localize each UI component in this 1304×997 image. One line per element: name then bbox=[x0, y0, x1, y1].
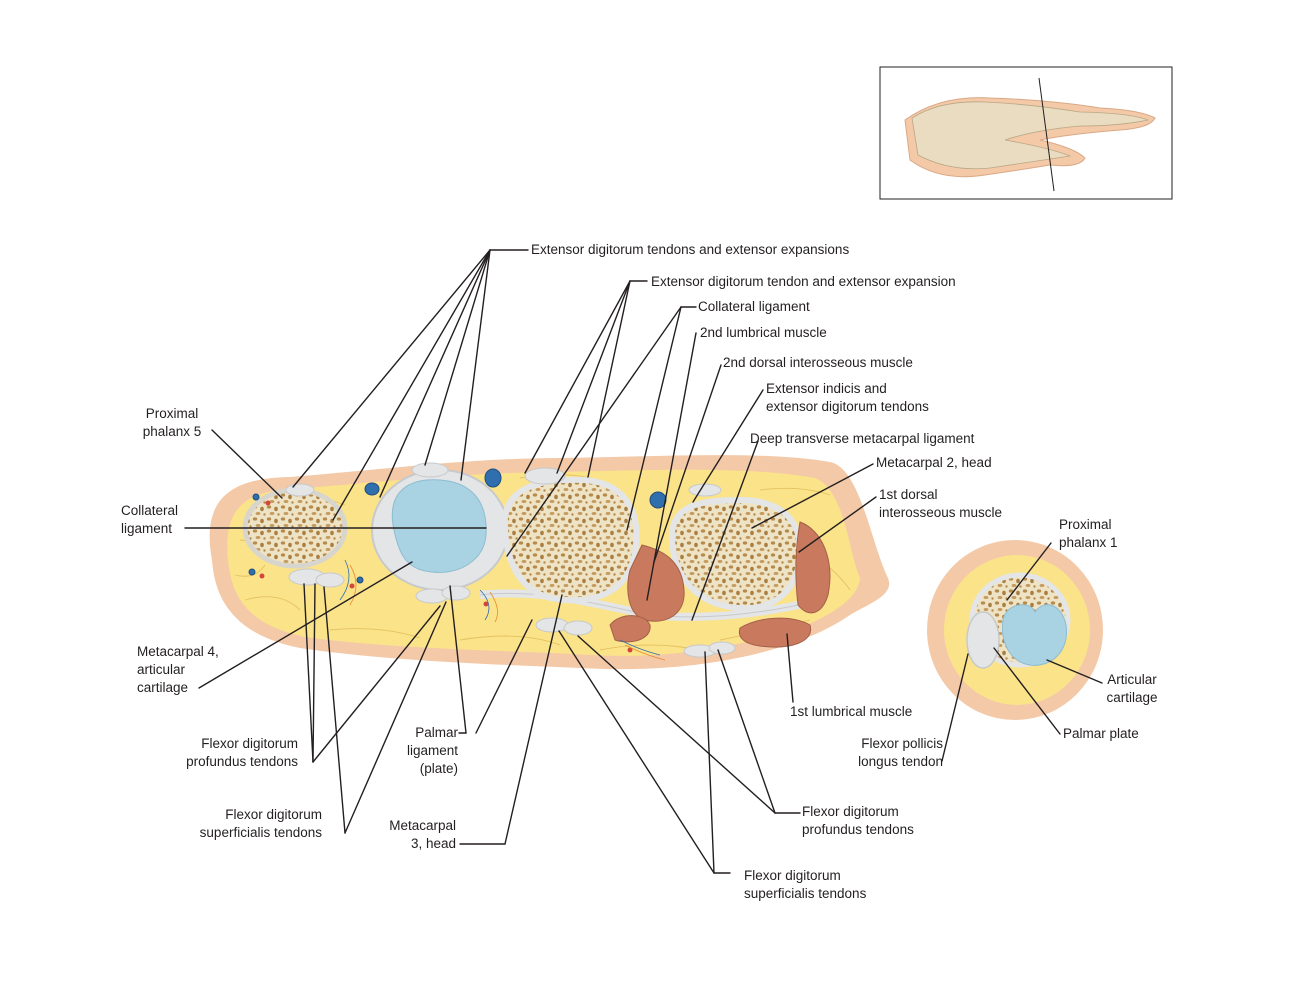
label-fds-left: Flexor digitorum superficialis tendons bbox=[199, 807, 322, 840]
label-palmar-plate: Palmar plate bbox=[1063, 726, 1139, 741]
label-articular-cartilage: Articular cartilage bbox=[1106, 672, 1158, 705]
label-lumbrical-2: 2nd lumbrical muscle bbox=[700, 325, 827, 340]
label-deep-transverse-ligament: Deep transverse metacarpal ligament bbox=[750, 431, 975, 446]
label-metacarpal-3-head: Metacarpal 3, head bbox=[389, 818, 456, 851]
palmar-plate-shape bbox=[966, 611, 1000, 669]
label-metacarpal-4-cartilage: Metacarpal 4, articular cartilage bbox=[137, 644, 219, 695]
leader-lines bbox=[184, 249, 1103, 874]
label-extensor-indicis: Extensor indicis and extensor digitorum … bbox=[766, 381, 929, 414]
label-proximal-phalanx-1: Proximal phalanx 1 bbox=[1059, 517, 1118, 550]
label-fdp-right: Flexor digitorum profundus tendons bbox=[802, 804, 914, 837]
label-dorsal-interosseous-2: 2nd dorsal interosseous muscle bbox=[723, 355, 913, 370]
thumb-section bbox=[927, 540, 1103, 720]
label-collateral-ligament-top: Collateral ligament bbox=[698, 299, 810, 314]
label-fds-right: Flexor digitorum superficialis tendons bbox=[744, 868, 867, 901]
inset-hand-locator bbox=[879, 66, 1173, 200]
label-metacarpal-2-head: Metacarpal 2, head bbox=[876, 455, 992, 470]
lumbrical-1-muscle bbox=[738, 617, 812, 648]
dorsal-interosseous-2-muscle bbox=[627, 544, 685, 622]
label-flexor-pollicis-longus: Flexor pollicis longus tendon bbox=[858, 736, 943, 769]
thumb-articular-cartilage bbox=[1001, 604, 1068, 666]
label-extensor-tendon-expansion: Extensor digitorum tendon and extensor e… bbox=[651, 274, 956, 289]
dorsal-interosseous-1-muscle bbox=[795, 521, 831, 614]
lumbrical-2-muscle bbox=[609, 615, 651, 643]
label-extensor-tendons-expansions: Extensor digitorum tendons and extensor … bbox=[531, 242, 850, 257]
metacarpal-4-cartilage bbox=[391, 479, 487, 573]
label-palmar-ligament: Palmar ligament (plate) bbox=[406, 725, 458, 776]
label-lumbrical-1: 1st lumbrical muscle bbox=[790, 704, 913, 719]
label-fdp-left: Flexor digitorum profundus tendons bbox=[186, 736, 298, 769]
metacarpal-3-head bbox=[501, 476, 640, 604]
label-dorsal-interosseous-1: 1st dorsal interosseous muscle bbox=[879, 487, 1003, 520]
label-collateral-ligament-left: Collateral ligament bbox=[121, 503, 179, 536]
label-proximal-phalanx-5: Proximal phalanx 5 bbox=[142, 406, 202, 439]
